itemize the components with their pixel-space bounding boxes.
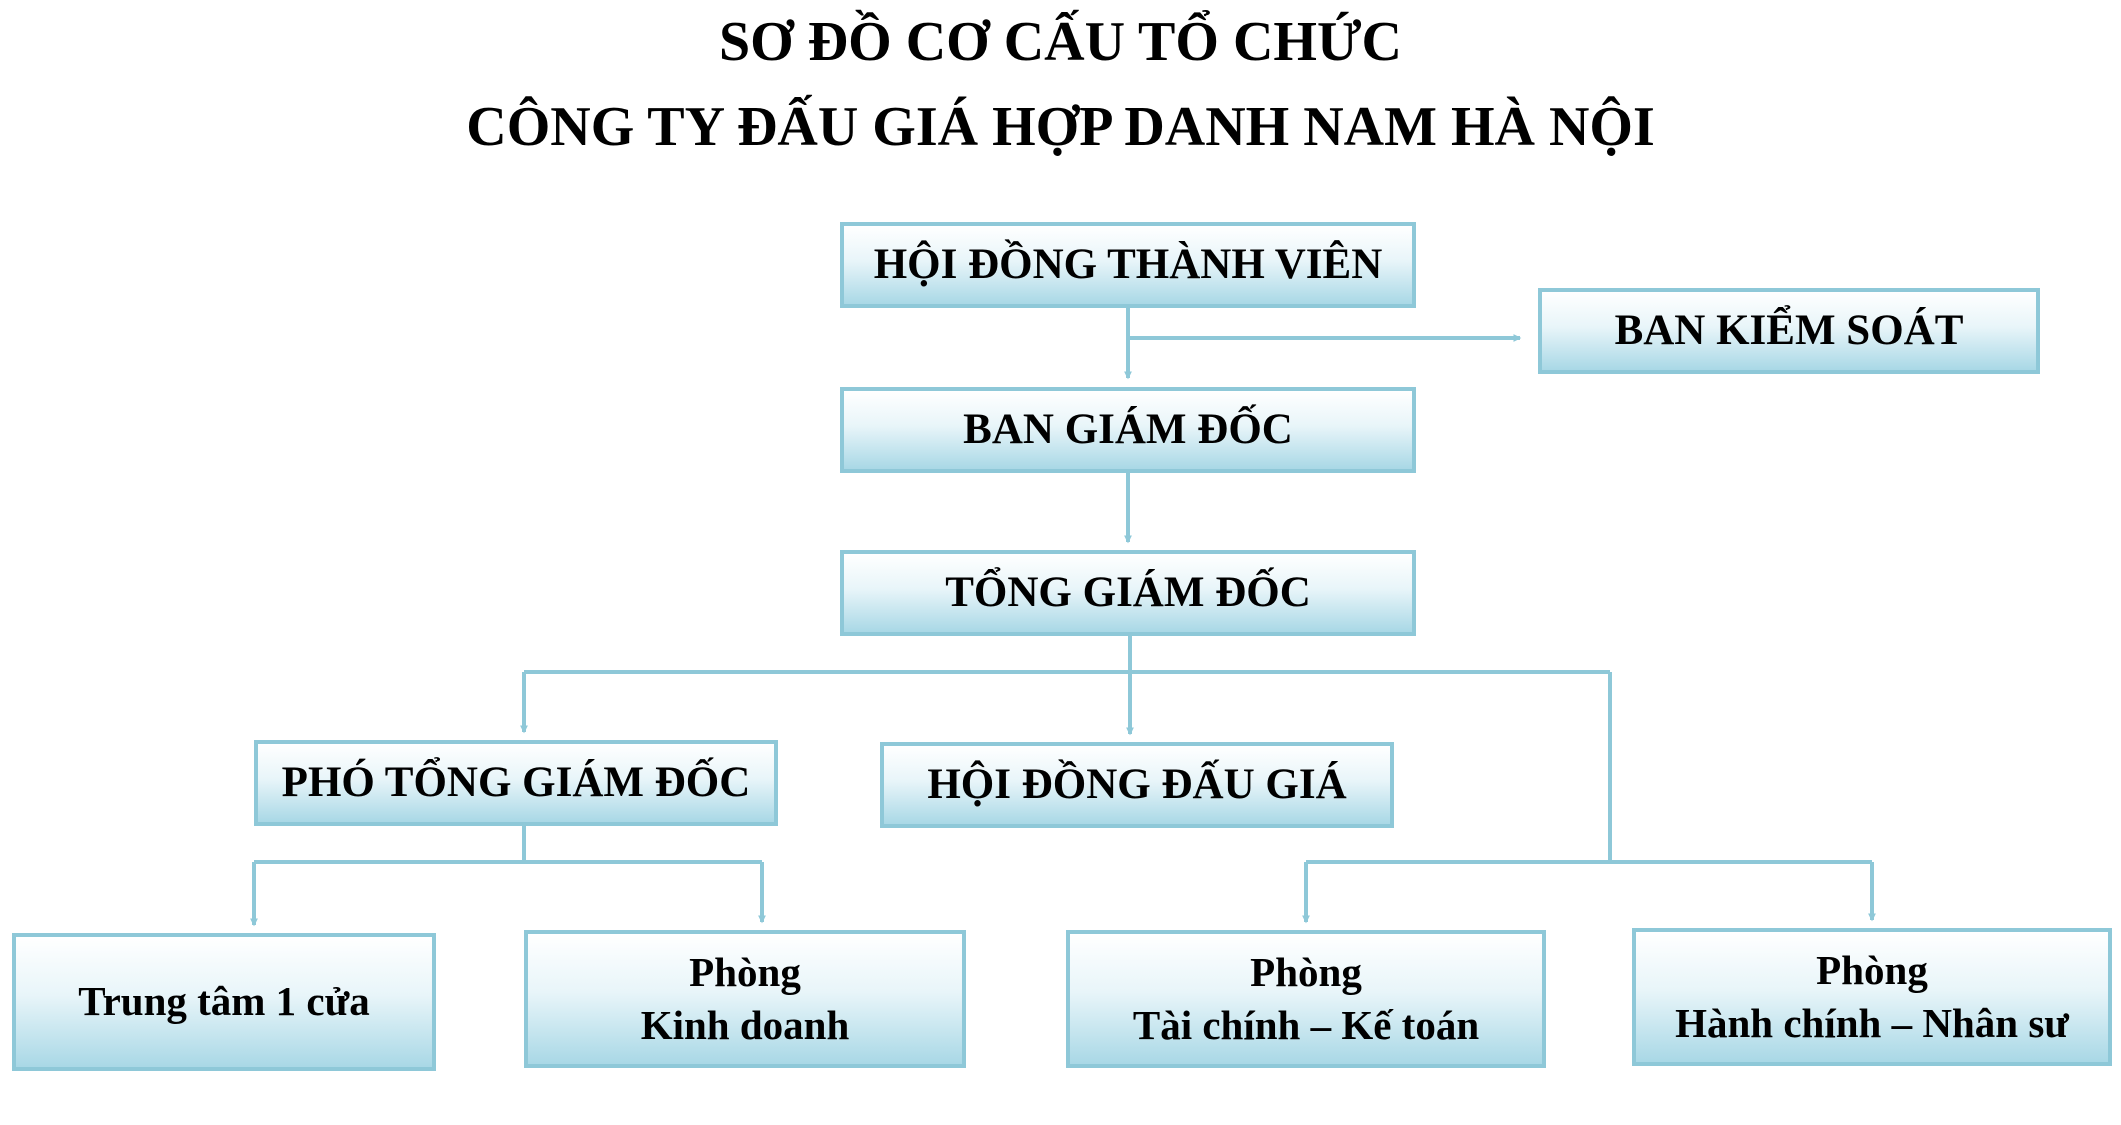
node-phong-kinh-doanh: Phòng Kinh doanh [524, 930, 966, 1068]
node-label: HỘI ĐỒNG THÀNH VIÊN [873, 241, 1383, 289]
node-label-line-2: Kinh doanh [640, 1002, 850, 1048]
node-label: BAN GIÁM ĐỐC [963, 406, 1293, 454]
node-hoi-dong-thanh-vien: HỘI ĐỒNG THÀNH VIÊN [840, 222, 1416, 308]
node-phong-hanh-chinh-nhan-su: Phòng Hành chính – Nhân sư [1632, 928, 2112, 1066]
diagram-title-line-1: SƠ ĐỒ CƠ CẤU TỔ CHỨC [719, 11, 1402, 73]
node-pho-tong-giam-doc: PHÓ TỔNG GIÁM ĐỐC [254, 740, 778, 826]
node-trung-tam-1-cua: Trung tâm 1 cửa [12, 933, 436, 1071]
node-label: HỘI ĐỒNG ĐẤU GIÁ [927, 761, 1347, 809]
node-tong-giam-doc: TỔNG GIÁM ĐỐC [840, 550, 1416, 636]
node-label-line-2: Hành chính – Nhân sư [1675, 1000, 2069, 1046]
node-label-line-1: Phòng [689, 948, 801, 995]
node-ban-kiem-soat: BAN KIỂM SOÁT [1538, 288, 2040, 374]
diagram-title-line-2: CÔNG TY ĐẤU GIÁ HỢP DANH NAM HÀ NỘI [466, 96, 1655, 158]
node-label-line-1: Phòng [1250, 948, 1362, 995]
node-ban-giam-doc: BAN GIÁM ĐỐC [840, 387, 1416, 473]
node-label: PHÓ TỔNG GIÁM ĐỐC [281, 759, 751, 807]
node-hoi-dong-dau-gia: HỘI ĐỒNG ĐẤU GIÁ [880, 742, 1394, 828]
node-label-line-2: Tài chính – Kế toán [1132, 1002, 1480, 1048]
node-label: Trung tâm 1 cửa [78, 978, 370, 1025]
node-label: TỔNG GIÁM ĐỐC [945, 569, 1311, 617]
node-label: BAN KIỂM SOÁT [1614, 307, 1964, 355]
node-phong-tai-chinh-ke-toan: Phòng Tài chính – Kế toán [1066, 930, 1546, 1068]
node-label-line-1: Phòng [1816, 946, 1928, 993]
